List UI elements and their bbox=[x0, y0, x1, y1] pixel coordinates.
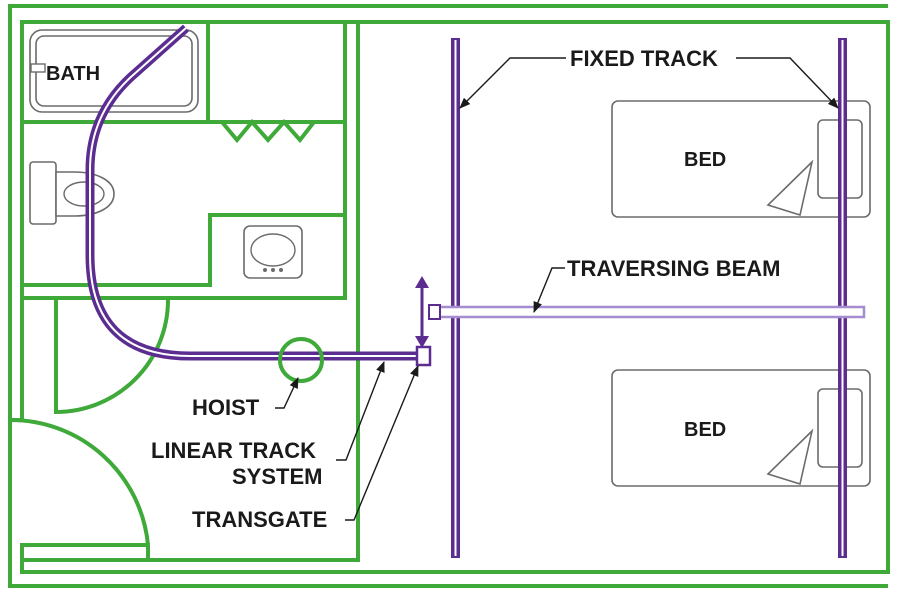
traversing-beam-leader bbox=[533, 267, 565, 314]
outer-wall bbox=[20, 20, 890, 574]
walls bbox=[8, 4, 890, 588]
transgate-leader bbox=[345, 364, 419, 521]
fixed-track-leader-left bbox=[459, 57, 566, 109]
bed-bottom bbox=[611, 369, 871, 487]
fixed-track-left bbox=[451, 38, 460, 558]
linear-track-system bbox=[85, 24, 432, 367]
fixed-track-label: FIXED TRACK bbox=[570, 46, 718, 71]
bed-top-label: BED bbox=[684, 149, 726, 171]
fixed-track-right bbox=[838, 38, 847, 558]
entry-door-swing bbox=[8, 417, 150, 546]
transgate-label: TRANSGATE bbox=[192, 507, 327, 532]
fixed-track-leader-right bbox=[736, 57, 839, 109]
linear-track-label-line2: SYSTEM bbox=[232, 464, 322, 489]
transgate bbox=[415, 345, 432, 367]
linear-track-leader bbox=[336, 360, 385, 461]
traversing-beam-label: TRAVERSING BEAM bbox=[567, 256, 781, 281]
bath-label: BATH bbox=[46, 63, 100, 85]
hoist bbox=[278, 337, 324, 383]
bed-bottom-label: BED bbox=[684, 419, 726, 441]
folding-door bbox=[220, 118, 316, 144]
bed-top bbox=[611, 100, 871, 218]
traversing-beam bbox=[428, 304, 866, 320]
beam-travel-arrow bbox=[415, 276, 429, 348]
bathroom-wall bbox=[22, 22, 347, 300]
bathroom-door-swing bbox=[54, 298, 170, 415]
inner-partition-wall bbox=[22, 22, 360, 562]
sink bbox=[243, 225, 303, 279]
hoist-leader bbox=[275, 376, 299, 409]
hoist-label: HOIST bbox=[192, 395, 260, 420]
toilet bbox=[29, 161, 115, 225]
linear-track-label-line1: LINEAR TRACK bbox=[151, 438, 316, 463]
